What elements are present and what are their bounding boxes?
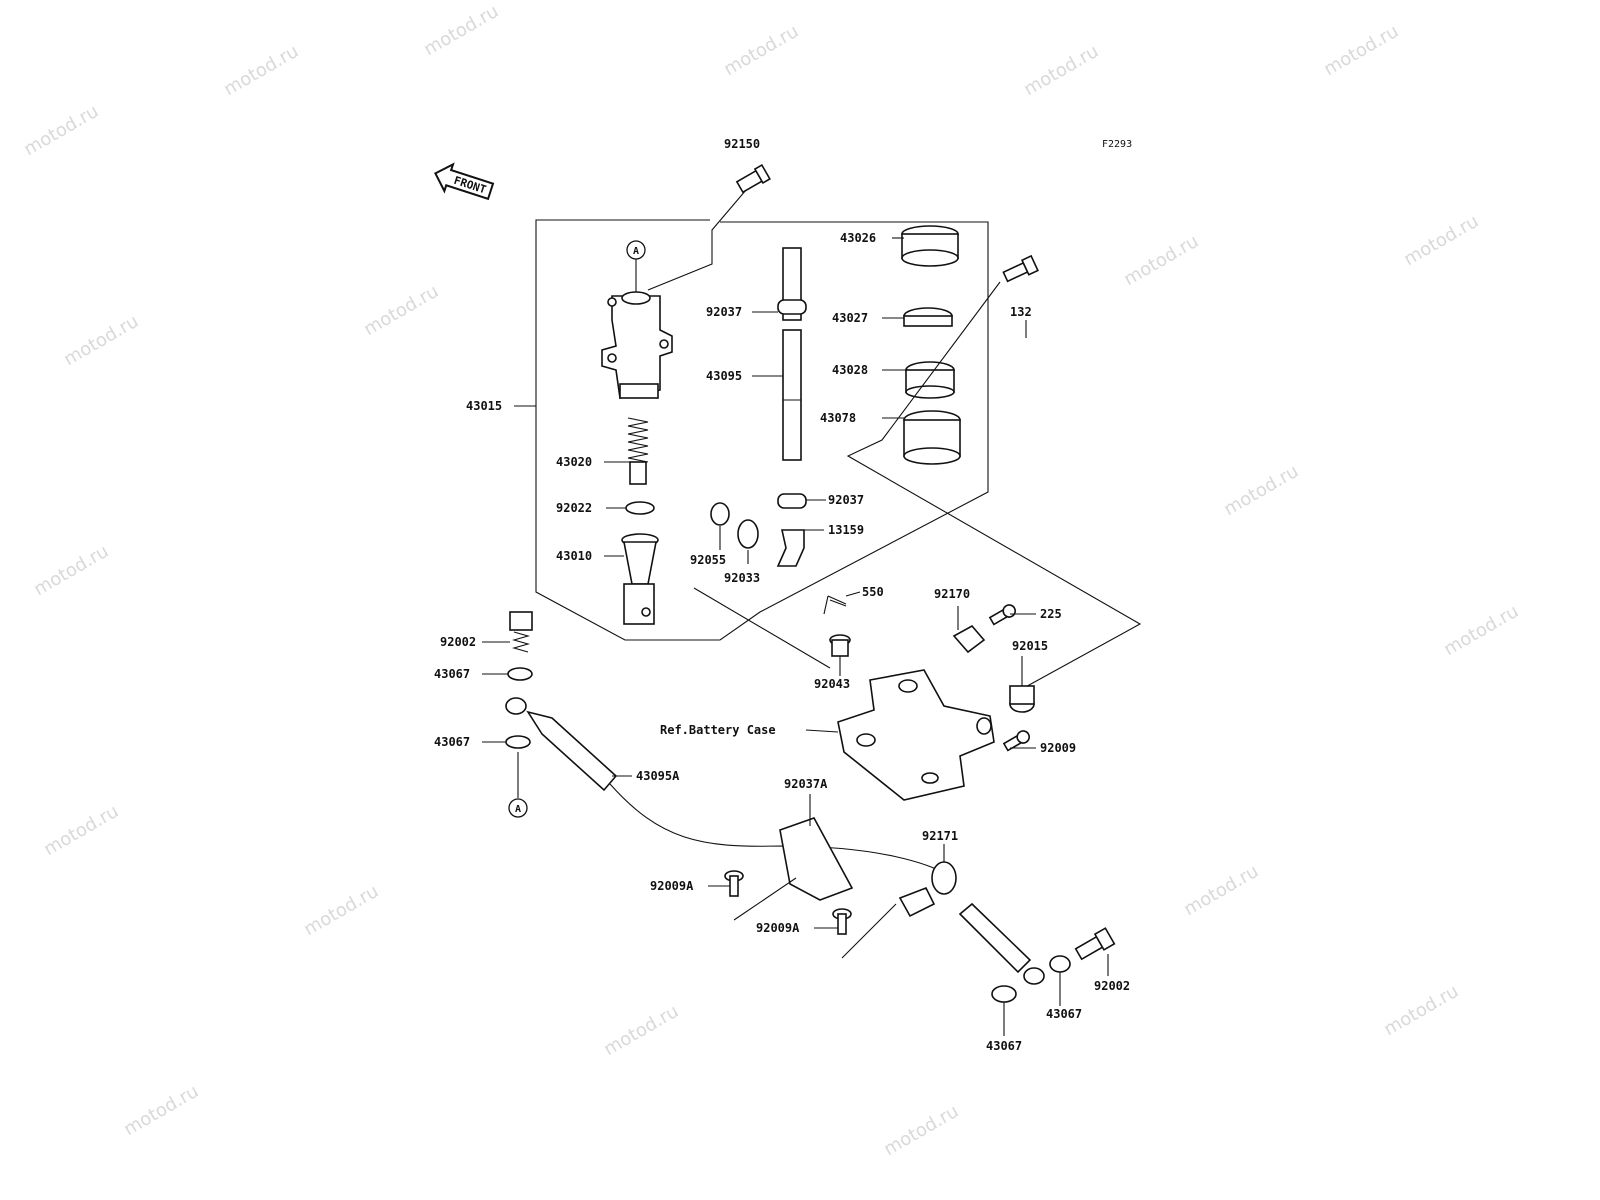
part-label: 13159 — [828, 523, 864, 537]
washer-43067-d-icon — [991, 985, 1017, 1003]
leader — [693, 587, 831, 669]
banjo-bolt-92002-left-icon — [509, 611, 533, 653]
part-label: 92037A — [784, 777, 828, 791]
leader — [733, 877, 797, 921]
svg-text:A: A — [633, 246, 639, 257]
diaphragm-43028-icon — [905, 361, 955, 399]
bolt-92009A-a-icon — [724, 870, 744, 897]
part-label: 43067 — [986, 1039, 1022, 1053]
part-label: 43015 — [466, 399, 502, 413]
bolt-132-icon — [1002, 254, 1039, 283]
clamp-92170-icon — [952, 624, 986, 654]
master-cylinder-body — [601, 291, 673, 399]
washer-43067-b-icon — [505, 735, 531, 749]
collar-92015-icon — [1009, 685, 1035, 713]
part-label: 92009A — [650, 879, 694, 893]
hose-43095A-icon — [505, 697, 951, 877]
part-label: 92009A — [756, 921, 800, 935]
bolt-92009-icon — [1002, 730, 1030, 752]
washer-43067-a-icon — [507, 667, 533, 681]
part-label: 92171 — [922, 829, 958, 843]
part-label: 92037 — [828, 493, 864, 507]
part-label: 92055 — [690, 553, 726, 567]
circlip-92033-icon — [737, 519, 759, 549]
bracket-battery-case — [837, 669, 995, 801]
part-label: 92033 — [724, 571, 760, 585]
leader — [846, 281, 1142, 691]
part-label: 43078 — [820, 411, 856, 425]
piston-43010-icon — [621, 533, 659, 625]
spring-43020-icon — [627, 417, 649, 485]
reservoir-43078-icon — [903, 410, 961, 465]
clamp-92037-bottom-icon — [777, 493, 807, 509]
part-label: 43027 — [832, 311, 868, 325]
leader — [841, 903, 897, 959]
part-label: 43067 — [434, 667, 470, 681]
ref-marker-top: A — [626, 240, 646, 292]
part-label: 43026 — [840, 231, 876, 245]
part-label: 43067 — [1046, 1007, 1082, 1021]
clamp-92037-top-icon — [777, 299, 807, 315]
leader — [647, 189, 747, 291]
part-label: 92150 — [724, 137, 760, 151]
hose-end-right-icon — [958, 902, 1045, 985]
part-label: 225 — [1040, 607, 1062, 621]
washer-43067-c-icon — [1049, 955, 1071, 973]
part-label: 43095 — [706, 369, 742, 383]
banjo-bolt-92002-right-icon — [1074, 927, 1116, 961]
part-label: 550 — [862, 585, 884, 599]
assembly-frame — [535, 219, 989, 641]
svg-text:A: A — [515, 804, 521, 815]
part-label: 43067 — [434, 735, 470, 749]
cotter-pin-550-icon — [823, 595, 847, 615]
circlip-92022-icon — [625, 501, 655, 515]
bolt-92009A-b-icon — [832, 908, 852, 935]
part-label: 92009 — [1040, 741, 1076, 755]
part-labels: 92150 43026 92037 43027 132 43095 43028 … — [434, 137, 1130, 1053]
part-label: 92043 — [814, 677, 850, 691]
bolt-92150-icon — [735, 163, 771, 194]
reservoir-cap-43026-icon — [901, 225, 959, 267]
part-label: 92002 — [1094, 979, 1130, 993]
part-label: 43095A — [636, 769, 680, 783]
pin-92043-icon — [829, 634, 851, 657]
elbow-13159-icon — [776, 529, 805, 567]
part-label: 92022 — [556, 501, 592, 515]
part-label: 43020 — [556, 455, 592, 469]
guide-92037A-icon — [779, 817, 854, 901]
ref-note: Ref.Battery Case — [660, 723, 776, 737]
hose-43095-icon — [782, 247, 802, 461]
oring-92055-icon — [710, 502, 730, 526]
part-label: 92015 — [1012, 639, 1048, 653]
front-arrow-icon: FRONT — [434, 162, 495, 201]
part-label: 92002 — [440, 635, 476, 649]
clip-92171-icon — [898, 861, 957, 918]
part-label: 132 — [1010, 305, 1032, 319]
ref-marker-bottom: A — [508, 752, 528, 818]
part-label: 43010 — [556, 549, 592, 563]
screw-225-icon — [988, 604, 1016, 626]
part-label: 92170 — [934, 587, 970, 601]
leader-lines — [482, 237, 1109, 1036]
part-label: 92037 — [706, 305, 742, 319]
figure-code: F2293 — [1102, 139, 1132, 150]
part-label: 43028 — [832, 363, 868, 377]
diaphragm-plate-43027-icon — [903, 307, 953, 327]
